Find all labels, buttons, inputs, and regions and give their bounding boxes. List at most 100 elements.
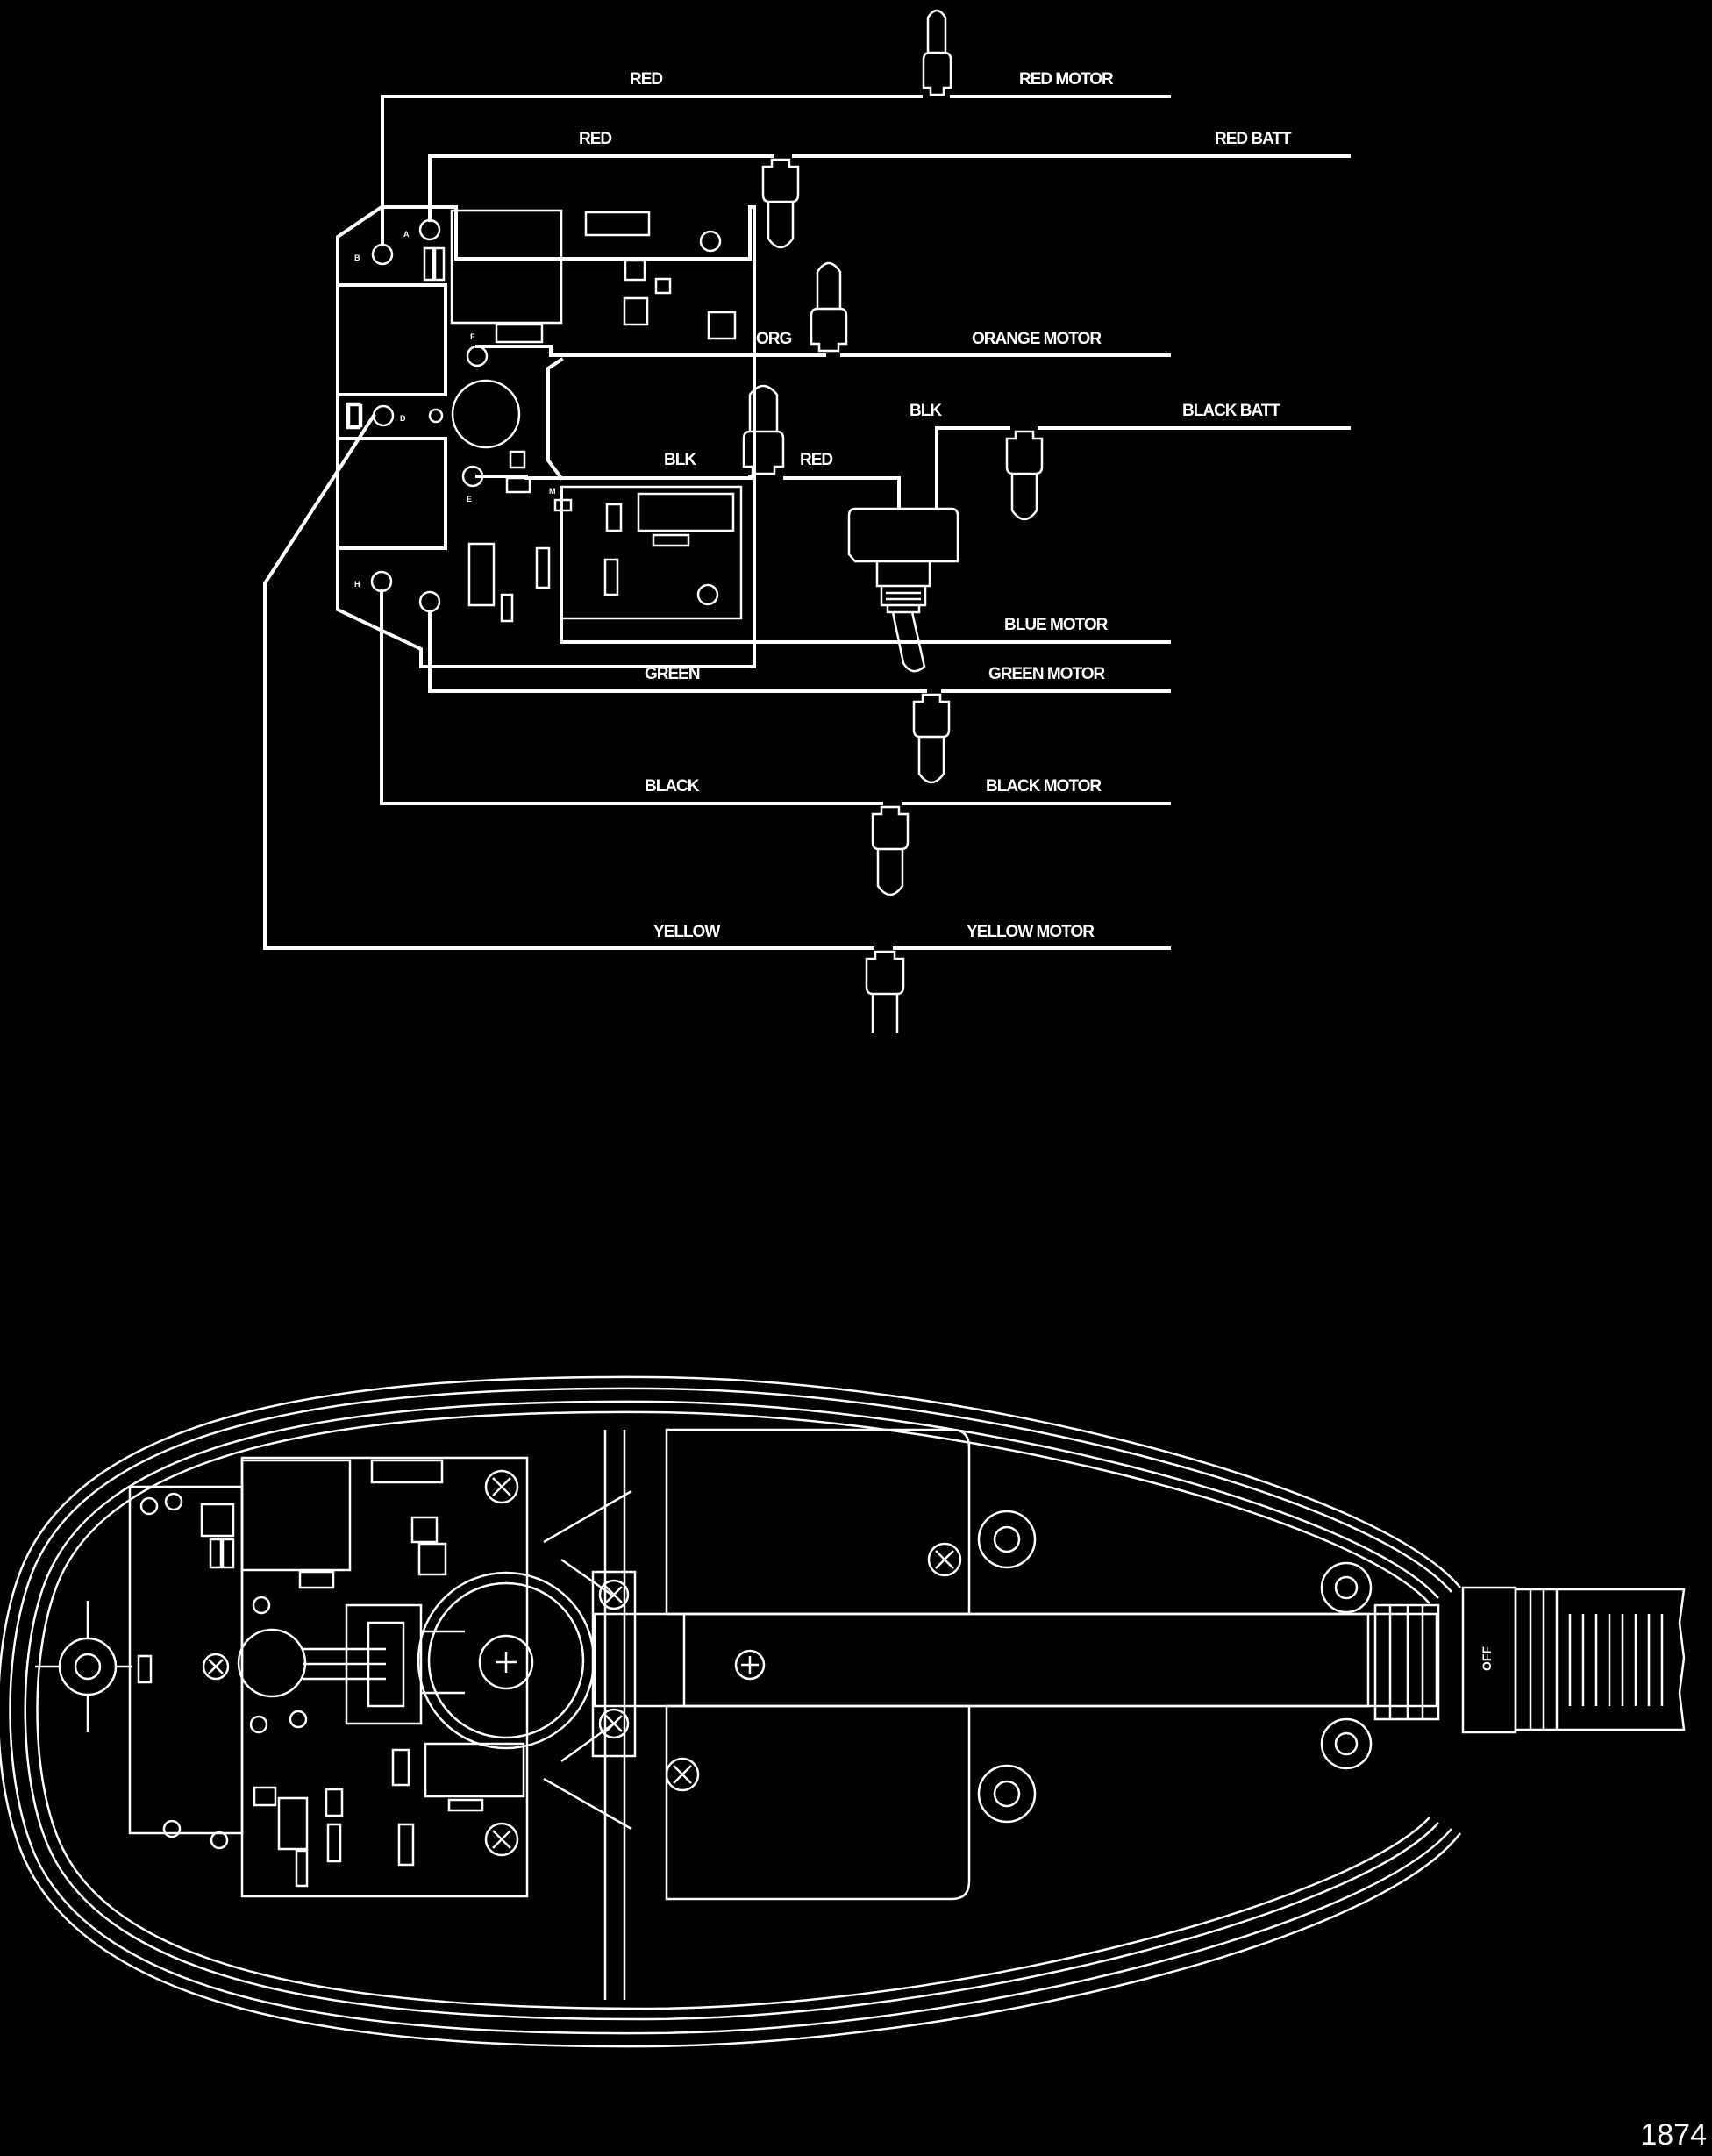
wire-orange xyxy=(475,345,826,357)
shaft-collar xyxy=(1373,1603,1440,1721)
chip-8 xyxy=(603,558,619,596)
housing-chip-11 xyxy=(397,1823,415,1867)
housing-capacitor xyxy=(237,1628,307,1698)
label-black-right: BLACK MOTOR xyxy=(986,777,1102,796)
label-red-batt-left: RED xyxy=(579,130,611,148)
label-black-batt-right: BLACK BATT xyxy=(1182,402,1280,420)
label-green-right: GREEN MOTOR xyxy=(988,665,1105,683)
pin-label-a: A xyxy=(403,230,410,239)
wire-green xyxy=(428,610,927,693)
housing-relay-2 xyxy=(424,1742,525,1798)
chip-2 xyxy=(654,277,672,295)
housing-chip-10 xyxy=(391,1748,410,1787)
screw-icon-2 xyxy=(484,1822,519,1857)
shaft-bracket xyxy=(591,1570,637,1758)
ic-1 xyxy=(637,492,735,532)
label-yellow-left: YELLOW xyxy=(653,923,720,941)
label-black-left: BLACK xyxy=(645,777,700,796)
figure-number: 1874 xyxy=(1640,2118,1707,2152)
housing-chip-8 xyxy=(325,1788,344,1817)
board-panel-left2 xyxy=(336,437,447,550)
resistor-2 xyxy=(495,323,544,344)
board-hole-1 xyxy=(699,230,722,253)
motor-radial-struts xyxy=(543,1489,632,1831)
housing-inner-shell-2 xyxy=(36,1410,1430,2010)
resistor-1 xyxy=(584,211,651,237)
housing-outer-shell-2 xyxy=(9,1387,1452,2035)
terminal-b xyxy=(371,243,394,266)
bearing-icon-3 xyxy=(1320,1561,1373,1614)
connector-green xyxy=(912,693,951,784)
shaft-bracket-frame xyxy=(603,1430,626,2000)
connector-red-motor xyxy=(922,9,952,96)
label-blue-motor: BLUE MOTOR xyxy=(1004,616,1109,634)
relay-1 xyxy=(450,209,563,325)
housing-mount-outer xyxy=(58,1637,118,1696)
housing-chip-7 xyxy=(295,1849,309,1888)
board-panel-left xyxy=(336,283,447,396)
chip-5 xyxy=(505,476,531,494)
housing-chip-9 xyxy=(326,1823,342,1863)
chip-3 xyxy=(623,296,649,326)
housing-term-5 xyxy=(289,1710,308,1729)
chip-14 xyxy=(346,402,361,430)
pin-label-f: F xyxy=(470,332,475,341)
housing-term-4 xyxy=(249,1715,268,1734)
screw-icon-3 xyxy=(202,1653,230,1681)
connector-yellow xyxy=(865,950,905,1033)
screw-icon-4 xyxy=(927,1542,962,1577)
housing-chip-2 xyxy=(410,1516,439,1544)
tiller-grip-ridges xyxy=(1529,1589,1664,1730)
housing-term-3 xyxy=(252,1596,271,1615)
connector-black-batt xyxy=(1005,430,1044,521)
terminal-d xyxy=(372,404,395,427)
terminal-f xyxy=(466,345,489,368)
terminal-h xyxy=(370,570,393,593)
connector-black xyxy=(871,805,910,896)
pin-label-h: H xyxy=(354,580,360,589)
housing-chip-15 xyxy=(221,1538,235,1569)
label-black-batt-left: BLK xyxy=(910,402,942,420)
pin-label-b: B xyxy=(354,253,360,262)
toggle-switch-body xyxy=(847,507,959,563)
housing-chip-4 xyxy=(298,1570,335,1589)
chip-1 xyxy=(624,259,646,282)
motor-housing: OFF xyxy=(0,1375,1686,2048)
housing-chip-13 xyxy=(137,1654,153,1684)
chip-11 xyxy=(500,593,514,623)
label-orange-right: ORANGE MOTOR xyxy=(972,330,1102,348)
chip-13 xyxy=(509,450,526,469)
housing-chip-3 xyxy=(417,1542,447,1576)
screw-icon-1 xyxy=(484,1469,519,1504)
screw-icon-5 xyxy=(665,1757,700,1792)
pin-label-m: M xyxy=(549,487,556,496)
label-red-motor-left: RED xyxy=(630,70,662,89)
motor-brush-wires xyxy=(303,1630,465,1695)
label-red-motor-right: RED MOTOR xyxy=(1019,70,1114,89)
label-green-left: GREEN xyxy=(645,665,700,683)
housing-chip-1 xyxy=(200,1503,235,1538)
housing-chip-12 xyxy=(447,1798,484,1812)
housing-mount-inner xyxy=(74,1653,102,1681)
wire-blue-motor xyxy=(560,486,1171,644)
terminal-d-tab xyxy=(347,403,363,428)
housing-inner-shell xyxy=(24,1400,1439,2021)
shaft-arm xyxy=(682,1612,1370,1708)
pin-label-d: D xyxy=(400,414,406,423)
motor-hub-ring xyxy=(427,1581,585,1739)
chip-6 xyxy=(605,503,623,532)
label-orange-left: ORG xyxy=(756,330,792,348)
tiller-off-label: OFF xyxy=(1480,1646,1494,1671)
motor-hub-shaft xyxy=(478,1634,534,1690)
wire-switch-red xyxy=(783,476,901,509)
wire-red-motor xyxy=(381,95,923,246)
board-hole-2 xyxy=(696,583,719,606)
connector-orange xyxy=(810,261,848,353)
chip-9 xyxy=(467,542,496,607)
shaft-rod xyxy=(593,1612,1438,1708)
label-switch-red: RED xyxy=(800,451,832,469)
chip-10 xyxy=(535,546,551,589)
terminal-a xyxy=(418,218,441,241)
housing-chip-14 xyxy=(209,1538,223,1569)
